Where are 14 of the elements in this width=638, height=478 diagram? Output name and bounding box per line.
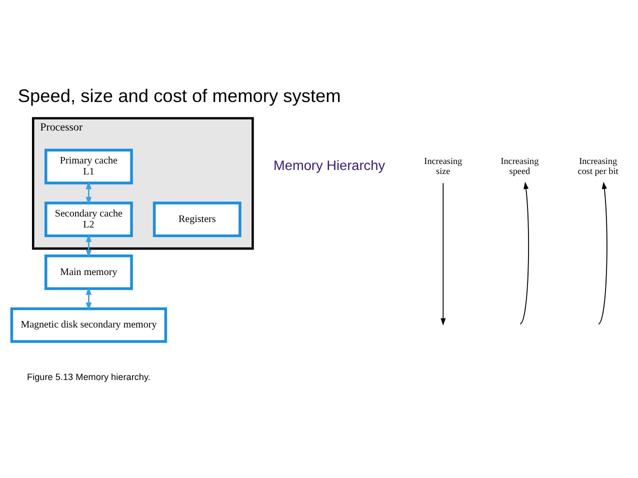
- node-box: Secondary cache L2: [44, 202, 133, 238]
- arrow: [86, 234, 92, 258]
- diagram-title: Speed, size and cost of memory system: [18, 86, 341, 106]
- arrow: [86, 286, 92, 311]
- label: Increasing size: [424, 156, 462, 176]
- label: Memory Hierarchy: [273, 158, 386, 173]
- node-box: Main memory: [44, 254, 133, 290]
- node-box: Registers: [152, 202, 242, 238]
- arrow: [86, 181, 92, 206]
- node-box: Primary cache L1: [44, 148, 133, 184]
- node-box: Magnetic disk secondary memory: [10, 307, 168, 343]
- caption: Figure 5.13 Memory hierarchy.: [27, 372, 150, 382]
- label: Increasing speed: [500, 156, 539, 176]
- label: Increasing cost per bit: [578, 156, 618, 176]
